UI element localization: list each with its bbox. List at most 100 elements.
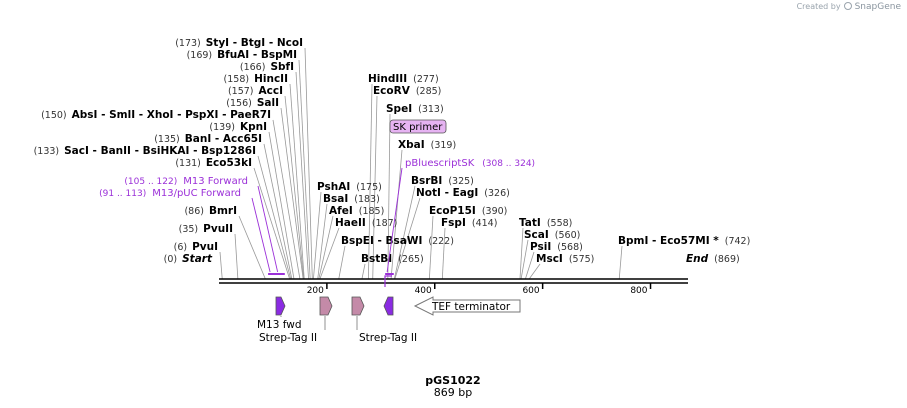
- leader-line: [318, 215, 334, 280]
- primer-label[interactable]: pBluescriptSK (308 .. 324): [405, 158, 535, 169]
- site-label[interactable]: HaeII(187): [335, 217, 397, 229]
- site-position: (869): [714, 254, 740, 265]
- leader-line: [524, 251, 535, 280]
- site-name: XbaI: [398, 139, 425, 151]
- site-label[interactable]: (86)BmrI: [184, 205, 237, 217]
- site-label[interactable]: FspI(414): [441, 217, 497, 229]
- leader-line: [319, 227, 340, 280]
- leader-line: [295, 71, 309, 280]
- site-label[interactable]: BspEI - BsaWI(222): [341, 235, 454, 247]
- tef-terminator-feature[interactable]: [413, 296, 521, 316]
- site-position: (139): [209, 122, 235, 133]
- site-label[interactable]: (135)BanI - Acc65I: [154, 133, 262, 145]
- site-label[interactable]: SpeI (313): [386, 103, 444, 115]
- site-label[interactable]: (157)AccI: [228, 85, 283, 97]
- site-label[interactable]: (6)PvuI: [174, 241, 218, 253]
- site-label[interactable]: TatI(558): [519, 217, 572, 229]
- strep-tag-feature[interactable]: [319, 296, 333, 316]
- snapgene-brand-name: SnapGene: [854, 2, 901, 12]
- site-position: (6): [174, 242, 187, 253]
- site-label[interactable]: BstBI(265): [361, 253, 424, 265]
- site-position: (265): [398, 254, 424, 265]
- primer-range: (308 .. 324): [482, 159, 535, 169]
- site-position: (35): [179, 224, 199, 235]
- site-name: HindIII: [368, 73, 407, 85]
- site-label[interactable]: (139) KpnI: [209, 121, 267, 133]
- site-label[interactable]: End(869): [686, 253, 740, 265]
- site-label[interactable]: ScaI(560): [524, 229, 580, 241]
- site-name: BfuAI - BspMI: [217, 49, 297, 61]
- site-label[interactable]: (173)StyI - BtgI - NcoI: [175, 37, 303, 49]
- leader-line: [253, 167, 291, 280]
- strep-tag-feature[interactable]: [351, 296, 365, 316]
- site-position: (150): [41, 110, 67, 121]
- leader-line: [238, 215, 266, 280]
- site-position: (131): [175, 158, 201, 169]
- primer-leader: [251, 197, 271, 273]
- site-label[interactable]: HindIII (277): [368, 73, 439, 85]
- site-name: SbfI: [270, 61, 294, 73]
- site-label[interactable]: (133)SacI - BanII - BsiHKAI - Bsp1286I: [34, 145, 256, 157]
- leader-line: [520, 239, 529, 280]
- site-label[interactable]: BsaI(183): [323, 193, 380, 205]
- snapgene-logo-icon: [843, 2, 852, 10]
- leader-line: [393, 185, 416, 280]
- site-label[interactable]: BpmI - Eco57MI *(742): [618, 235, 750, 247]
- m13-feature[interactable]: [383, 296, 394, 316]
- site-name: KpnI: [240, 121, 267, 133]
- site-label[interactable]: NotI - EagI(326): [416, 187, 510, 199]
- axis-tick-label: 400: [415, 286, 432, 296]
- site-position: (575): [569, 254, 595, 265]
- site-label[interactable]: EcoP15I (390): [429, 205, 507, 217]
- leader-line: [618, 245, 623, 280]
- site-name: BanI - Acc65I: [185, 133, 262, 145]
- m13-feature[interactable]: [275, 296, 286, 316]
- site-label[interactable]: PsiI(568): [530, 241, 583, 253]
- site-label[interactable]: (158)HincII: [224, 73, 288, 85]
- site-name: PvuII: [203, 223, 233, 235]
- site-label[interactable]: AfeI(185): [329, 205, 384, 217]
- site-name: SacI - BanII - BsiHKAI - Bsp1286I: [64, 145, 256, 157]
- site-label[interactable]: BsrBI(325): [411, 175, 474, 187]
- site-name: SpeI: [386, 103, 412, 115]
- site-name: FspI: [441, 217, 466, 229]
- pbluescriptsk-marker: [384, 275, 392, 287]
- site-label[interactable]: (169)BfuAI - BspMI: [187, 49, 297, 61]
- site-position: (277): [413, 74, 439, 85]
- site-position: (313): [418, 104, 444, 115]
- site-name: AfeI: [329, 205, 353, 217]
- site-position: (157): [228, 86, 254, 97]
- site-position: (222): [428, 236, 454, 247]
- leader-line: [298, 59, 311, 280]
- axis-tick-label: 600: [522, 286, 539, 296]
- sk-primer-box[interactable]: [389, 119, 447, 134]
- site-name: EcoP15I: [429, 205, 476, 217]
- site-name: PshAI: [317, 181, 350, 193]
- site-name: HaeII: [335, 217, 366, 229]
- site-label[interactable]: (156)SalI: [226, 97, 279, 109]
- primer-range: (91 .. 113): [99, 189, 146, 199]
- site-label[interactable]: MscI(575): [536, 253, 594, 265]
- site-label[interactable]: PshAI (175): [317, 181, 382, 193]
- site-position: (390): [482, 206, 508, 217]
- leader-line: [268, 131, 295, 280]
- site-name: BsaI: [323, 193, 348, 205]
- site-position: (742): [725, 236, 751, 247]
- plasmid-name: pGS1022: [425, 374, 480, 387]
- site-position: (560): [555, 230, 581, 241]
- sequence-axis: [219, 278, 688, 284]
- site-label[interactable]: XbaI(319): [398, 139, 456, 151]
- site-label[interactable]: EcoRV(285): [373, 85, 441, 97]
- site-label[interactable]: (35) PvuII: [179, 223, 233, 235]
- primer-name: pBluescriptSK: [405, 158, 475, 169]
- primer-label[interactable]: (91 .. 113)M13/pUC Forward: [99, 188, 241, 199]
- site-label[interactable]: (131)Eco53kI: [175, 157, 252, 169]
- leader-line: [284, 95, 305, 280]
- leader-line: [257, 155, 292, 280]
- site-label[interactable]: (166)SbfI: [240, 61, 294, 73]
- site-label[interactable]: (0)Start: [164, 253, 213, 265]
- site-position: (175): [356, 182, 382, 193]
- primer-label[interactable]: (105 .. 122)M13 Forward: [124, 176, 248, 187]
- site-label[interactable]: (150)AbsI - SmlI - XhoI - PspXI - PaeR7I: [41, 109, 271, 121]
